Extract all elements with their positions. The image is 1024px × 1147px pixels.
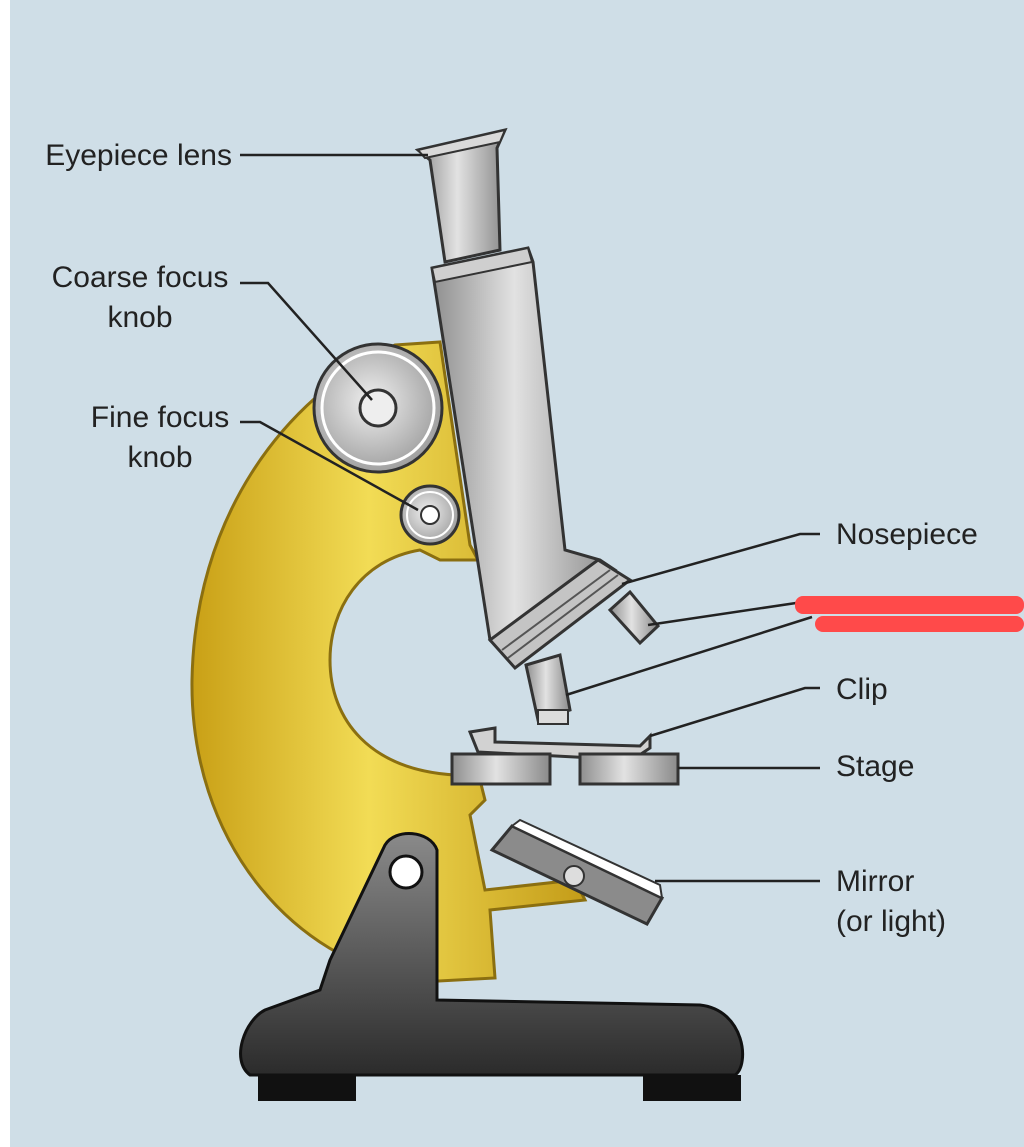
label-coarse-line2: knob bbox=[107, 301, 173, 334]
label-eyepiece-lens: Eyepiece lens bbox=[20, 136, 232, 176]
label-stage: Stage bbox=[836, 747, 914, 787]
label-clip: Clip bbox=[836, 670, 888, 710]
nosepiece bbox=[487, 558, 633, 671]
stage bbox=[450, 752, 680, 786]
leader-lines bbox=[240, 153, 820, 883]
label-fine-line1: Fine focus bbox=[90, 401, 230, 434]
fine-focus-knob bbox=[399, 484, 461, 546]
base bbox=[239, 832, 744, 1101]
label-coarse-focus-knob: Coarse focus knob bbox=[40, 258, 240, 338]
label-stage-text: Stage bbox=[836, 750, 915, 783]
label-fine-line2: knob bbox=[127, 441, 193, 474]
objective-lenses bbox=[524, 589, 661, 725]
label-eyepiece-text: Eyepiece lens bbox=[45, 139, 232, 172]
mirror bbox=[489, 818, 665, 926]
label-nosepiece-text: Nosepiece bbox=[836, 518, 978, 551]
label-mirror-line1: Mirror bbox=[836, 865, 915, 898]
red-redaction-mark bbox=[795, 596, 1024, 632]
label-fine-focus-knob: Fine focus knob bbox=[60, 398, 260, 478]
eyepiece-tube bbox=[414, 127, 508, 264]
label-nosepiece: Nosepiece bbox=[836, 515, 978, 555]
label-clip-text: Clip bbox=[836, 673, 888, 706]
label-mirror: Mirror (or light) bbox=[836, 862, 946, 942]
coarse-focus-knob bbox=[312, 342, 444, 474]
label-coarse-line1: Coarse focus bbox=[51, 261, 229, 294]
label-mirror-line2: (or light) bbox=[836, 905, 947, 938]
